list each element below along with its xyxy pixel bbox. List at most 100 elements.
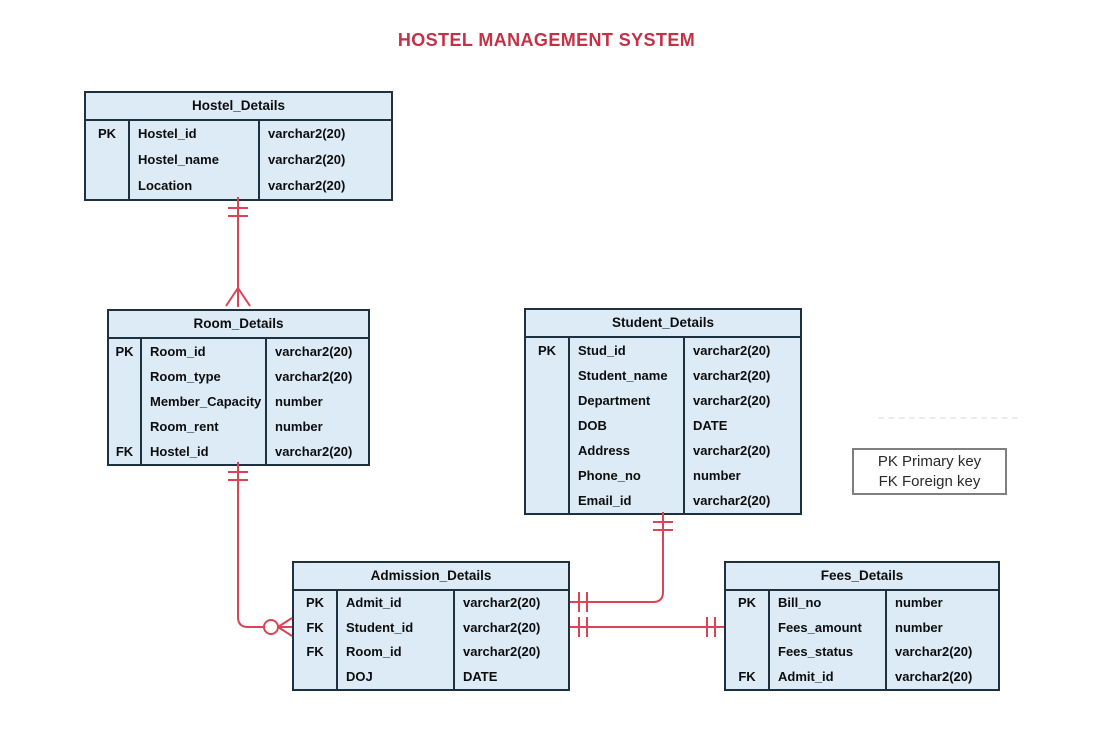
row-field-name: Room_rent xyxy=(150,419,219,434)
row-field-name: Location xyxy=(138,178,193,193)
key-column: PK FK xyxy=(726,591,770,689)
cardinality-zero-icon xyxy=(263,619,279,635)
row-key-badge: FK xyxy=(306,619,324,635)
row-field-name: Fees_amount xyxy=(778,619,862,635)
row-field-type: varchar2(20) xyxy=(693,493,771,508)
row-field-name: Hostel_id xyxy=(150,444,209,459)
row-field-type: number xyxy=(693,468,741,483)
legend-box: PK Primary key FK Foreign key xyxy=(852,448,1007,495)
row-field-type: DATE xyxy=(693,418,728,433)
row-field-type: varchar2(20) xyxy=(693,368,771,383)
row-field-type: varchar2(20) xyxy=(895,644,973,659)
diagram-title: HOSTEL MANAGEMENT SYSTEM xyxy=(397,30,696,50)
row-key-badge xyxy=(526,363,568,388)
row-field-name: Admit_id xyxy=(778,668,834,684)
key-column: PK FK xyxy=(109,339,142,464)
row-field-type: varchar2(20) xyxy=(275,444,353,459)
row-key-badge xyxy=(109,414,140,439)
row-key-badge xyxy=(86,147,128,173)
row-field-name: Hostel_name xyxy=(138,152,219,167)
type-column: number number varchar2(20) varchar2(20) xyxy=(887,591,998,689)
type-column: varchar2(20) varchar2(20) varchar2(20) xyxy=(260,121,391,199)
entity-title-fees-details: Fees_Details xyxy=(726,563,998,591)
entity-title-admission-details: Admission_Details xyxy=(294,563,568,591)
row-key-badge xyxy=(526,463,568,488)
row-field-type: varchar2(20) xyxy=(275,369,353,384)
crow-foot-many-icon xyxy=(277,617,293,637)
row-field-type: number xyxy=(275,394,323,409)
row-key-badge: PK xyxy=(305,595,325,610)
row-field-type: number xyxy=(895,619,943,635)
row-key-badge xyxy=(86,173,128,199)
relationship-admission-fees xyxy=(570,617,724,637)
row-field-type: varchar2(20) xyxy=(268,178,346,193)
row-field-type: varchar2(20) xyxy=(275,344,353,359)
row-field-type: number xyxy=(275,419,323,434)
row-key-badge: PK xyxy=(537,343,557,358)
row-field-type: varchar2(20) xyxy=(268,126,346,141)
cardinality-one-icon xyxy=(578,617,588,637)
row-key-badge xyxy=(726,616,768,641)
row-field-type: DATE xyxy=(463,668,498,684)
legend-pk-line: PK Primary key xyxy=(877,452,982,470)
row-field-name: Admit_id xyxy=(346,595,402,610)
row-key-badge: FK xyxy=(115,444,134,459)
cardinality-one-icon xyxy=(228,207,248,217)
row-field-name: Student_id xyxy=(346,619,414,635)
row-key-badge xyxy=(526,438,568,463)
type-column: varchar2(20) varchar2(20) varchar2(20) DATE… xyxy=(685,338,800,513)
row-field-name: DOB xyxy=(578,418,607,433)
key-column: PK xyxy=(86,121,130,199)
row-key-badge xyxy=(526,413,568,438)
row-key-badge xyxy=(109,389,140,414)
row-field-name: Fees_status xyxy=(778,644,854,659)
row-key-badge: FK xyxy=(306,644,324,659)
row-field-type: varchar2(20) xyxy=(693,393,771,408)
row-field-name: Stud_id xyxy=(578,343,626,358)
relationship-room-admission xyxy=(228,462,293,637)
row-field-type: varchar2(20) xyxy=(268,152,346,167)
row-field-name: Bill_no xyxy=(778,595,822,610)
row-field-type: number xyxy=(895,595,943,610)
row-field-name: Room_type xyxy=(150,369,221,384)
cardinality-one-icon xyxy=(228,471,248,481)
row-key-badge xyxy=(109,364,140,389)
relationship-hostel-room xyxy=(225,197,251,307)
row-field-name: Member_Capacity xyxy=(150,394,262,409)
row-field-type: varchar2(20) xyxy=(895,668,973,684)
key-column: PK xyxy=(526,338,570,513)
row-field-name: Room_id xyxy=(150,344,206,359)
row-key-badge: PK xyxy=(737,595,757,610)
row-key-badge: FK xyxy=(738,668,756,684)
row-field-name: Department xyxy=(578,393,651,408)
cardinality-one-icon xyxy=(578,592,588,612)
row-key-badge: PK xyxy=(115,344,134,359)
row-field-type: varchar2(20) xyxy=(693,343,771,358)
crow-foot-many-icon xyxy=(225,287,251,307)
row-key-badge xyxy=(526,388,568,413)
row-key-badge xyxy=(294,665,336,690)
row-field-type: varchar2(20) xyxy=(463,595,541,610)
row-field-type: varchar2(20) xyxy=(463,619,541,635)
row-field-name: Email_id xyxy=(578,493,632,508)
row-key-badge xyxy=(726,640,768,665)
row-field-name: Phone_no xyxy=(578,468,641,483)
entity-title-student-details: Student_Details xyxy=(526,310,800,338)
row-field-name: DOJ xyxy=(346,668,373,684)
faint-dashed-line xyxy=(878,417,1018,419)
relationship-student-admission xyxy=(570,512,673,612)
